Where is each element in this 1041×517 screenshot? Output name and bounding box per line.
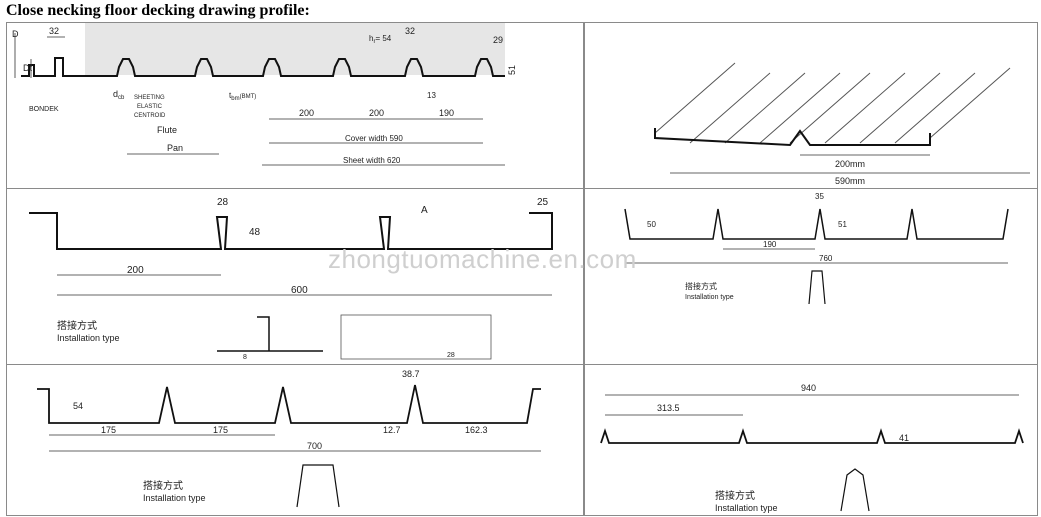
dim-48: 48	[249, 227, 261, 238]
profile-700-line	[37, 384, 541, 424]
install-detail-b	[340, 314, 492, 360]
install-detail	[808, 270, 826, 305]
profile-940-drawing: 940 313.5 41 搭接方式 Installation type	[600, 383, 1024, 513]
install-type-cn: 搭接方式	[57, 319, 97, 332]
dim-162-3: 162.3	[465, 425, 488, 435]
concrete-slab-shading	[85, 23, 505, 75]
dim-200mm: 200mm	[835, 159, 865, 169]
dim-700: 700	[307, 441, 322, 451]
dim-175b: 175	[213, 425, 228, 435]
install-type-en: Installation type	[715, 503, 778, 513]
install-type-cn: 搭接方式	[715, 489, 755, 502]
label-sheeting: SHEETING	[134, 95, 165, 101]
dim-200b: 200	[369, 108, 384, 118]
dim-54: 54	[73, 401, 83, 411]
dim-940: 940	[801, 383, 816, 393]
dim-35: 35	[815, 192, 824, 201]
dim-38-7: 38.7	[402, 369, 420, 379]
panel-profile-700: 54 38.7 175 175 12.7 162.3 700 搭接方式 Inst…	[6, 364, 584, 516]
label-bondek: BONDEK	[29, 106, 59, 113]
panel-profile-760: 50 35 51 190 760 搭接方式 Installation type	[584, 188, 1038, 365]
profile-760-line	[624, 208, 1009, 240]
label-a: A	[421, 205, 428, 216]
profile-940-line	[600, 428, 1024, 444]
dim-51: 51	[507, 65, 517, 75]
install-detail	[840, 468, 870, 512]
dim-590mm: 590mm	[835, 176, 865, 186]
dim-50: 50	[647, 220, 656, 229]
dim-313-5: 313.5	[657, 403, 680, 413]
dim-12-7: 12.7	[383, 425, 401, 435]
label-centroid: CENTROID	[134, 113, 166, 119]
bondek-profile-line	[21, 57, 505, 77]
dim-32b: 32	[405, 26, 415, 36]
dim-190: 190	[763, 240, 777, 249]
sheet-front-edge	[654, 128, 931, 147]
dim-hr: hr= 54	[369, 34, 392, 45]
dim-600: 600	[291, 285, 308, 296]
dim-28-detail: 28	[447, 352, 455, 359]
dim-8: 8	[243, 354, 247, 361]
install-type-cn: 搭接方式	[685, 281, 717, 291]
install-type-en: Installation type	[685, 294, 734, 301]
profile-760-drawing: 50 35 51 190 760 搭接方式 Installation type	[624, 192, 1009, 305]
dim-51: 51	[838, 220, 847, 229]
profile-600-drawing: 28 48 A 25 200 600 搭接方式 Installation typ…	[29, 197, 553, 361]
panel-perspective: 200mm 590mm	[584, 22, 1038, 189]
dim-sheet-width: Sheet width 620	[343, 156, 401, 165]
sheet-ribs	[654, 62, 1011, 144]
install-type-cn: 搭接方式	[143, 479, 183, 492]
dim-200a: 200	[299, 108, 314, 118]
panel-bondek-profile: D Dt 32 hr= 54 32 29 51 BONDEK dcb SHEET…	[6, 22, 584, 189]
dim-d: D	[12, 29, 19, 39]
label-tbm: tbm(BMT)	[229, 91, 256, 102]
install-detail-a	[217, 316, 323, 352]
dim-175a: 175	[101, 425, 116, 435]
dim-41: 41	[899, 433, 909, 443]
dim-13: 13	[427, 91, 436, 100]
dim-190: 190	[439, 108, 454, 118]
dim-200: 200	[127, 265, 144, 276]
bondek-profile-drawing: D Dt 32 hr= 54 32 29 51 BONDEK dcb SHEET…	[12, 23, 517, 166]
dim-cover-width: Cover width 590	[345, 134, 403, 143]
label-flute: Flute	[157, 125, 177, 135]
panel-profile-940: 940 313.5 41 搭接方式 Installation type	[584, 364, 1038, 516]
dim-29: 29	[493, 35, 503, 45]
install-detail	[296, 464, 340, 508]
label-dcb: dcb	[113, 89, 125, 101]
profile-600-line	[29, 212, 553, 250]
label-elastic: ELASTIC	[137, 104, 163, 110]
dim-28: 28	[217, 197, 229, 208]
profile-700-drawing: 54 38.7 175 175 12.7 162.3 700 搭接方式 Inst…	[37, 369, 541, 508]
perspective-drawing: 200mm 590mm	[654, 62, 1030, 186]
install-type-en: Installation type	[57, 333, 120, 343]
dim-32a: 32	[49, 26, 59, 36]
dim-760: 760	[819, 254, 833, 263]
label-pan: Pan	[167, 143, 183, 153]
install-type-en: Installation type	[143, 493, 206, 503]
page-title: Close necking floor decking drawing prof…	[6, 2, 310, 19]
dim-dt: Dt	[23, 63, 32, 73]
dim-25: 25	[537, 197, 549, 208]
panel-profile-600: 28 48 A 25 200 600 搭接方式 Installation typ…	[6, 188, 584, 365]
watermark: zhongtuomachine.en.com	[328, 244, 637, 274]
